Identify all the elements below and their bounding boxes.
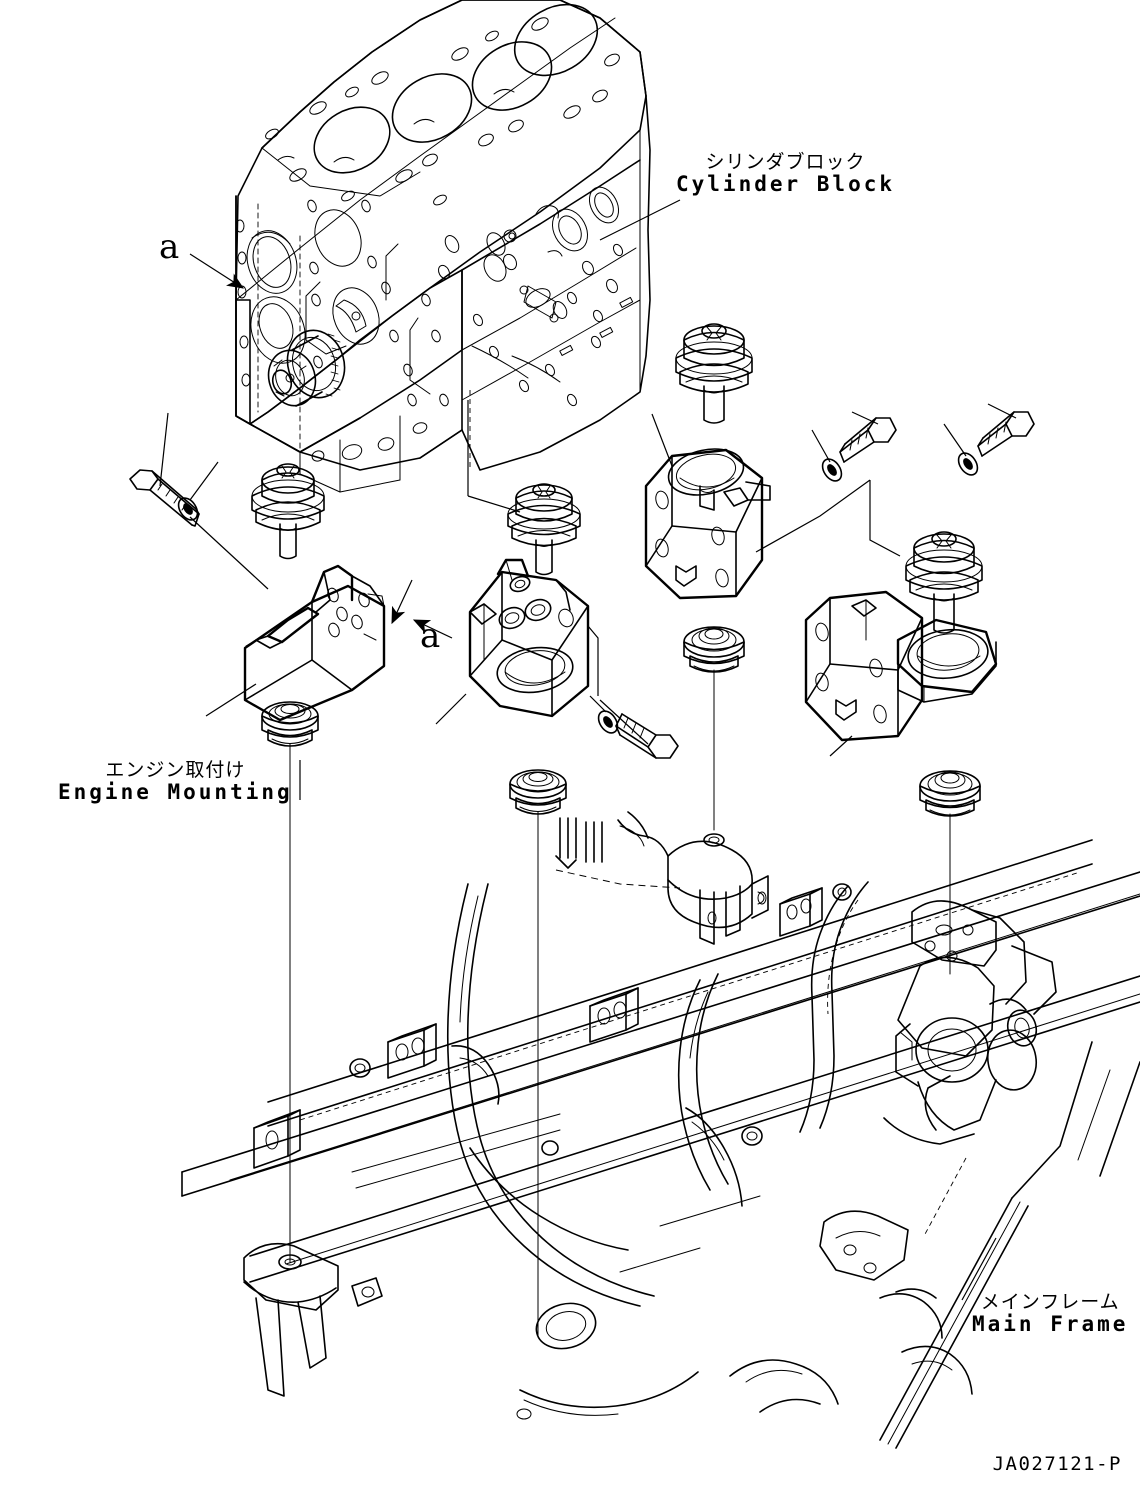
engine-bracket-right-rear bbox=[644, 448, 771, 600]
rubber-mount-isolator-right-front-upper bbox=[905, 531, 983, 634]
rubber-cushion-center-lower bbox=[509, 769, 567, 815]
engine-bracket-left bbox=[243, 564, 386, 722]
frame-mount-pad-right bbox=[883, 900, 1057, 1145]
frame-mount-pad-center bbox=[555, 811, 769, 945]
label-cylinder-block: シリンダブロック Cylinder Block bbox=[676, 151, 896, 197]
callout-a-upper-arrow bbox=[189, 253, 245, 289]
washer-right-inner bbox=[821, 458, 843, 482]
rubber-cushion-center-right-lower bbox=[683, 626, 745, 831]
rubber-mount-isolator-left-upper bbox=[251, 463, 325, 560]
label-cylinder-block-jp: シリンダブロック bbox=[705, 151, 866, 173]
cylinder-block-leader bbox=[599, 199, 681, 241]
engine-bracket-center bbox=[468, 558, 590, 718]
callout-a-lower-arrow bbox=[412, 619, 453, 639]
label-engine-mounting-jp: エンジン取付け bbox=[105, 759, 246, 781]
right-front-mount-assembly bbox=[804, 403, 1035, 975]
callout-arrows bbox=[189, 253, 453, 639]
frame-lower-right-detail bbox=[729, 1210, 973, 1413]
cylinder-block-art bbox=[235, 0, 651, 493]
label-main-frame: メインフレーム Main Frame bbox=[972, 1291, 1129, 1337]
rubber-cushion-right-lower bbox=[919, 770, 981, 817]
label-main-frame-en: Main Frame bbox=[972, 1312, 1129, 1337]
frame-mount-pad-left bbox=[243, 1242, 383, 1397]
callout-a-lower: a bbox=[420, 616, 441, 656]
callout-a-upper: a bbox=[159, 227, 180, 267]
label-main-frame-jp: メインフレーム bbox=[980, 1291, 1120, 1313]
left-mount-assembly bbox=[129, 412, 386, 1263]
washer-center bbox=[597, 710, 619, 734]
rubber-mount-isolator-center-upper bbox=[507, 483, 581, 576]
main-frame-weldment bbox=[181, 811, 1140, 1449]
center-mount-assembly bbox=[435, 400, 679, 1337]
crank-gear bbox=[267, 329, 346, 407]
label-engine-mounting: エンジン取付け Engine Mounting bbox=[58, 759, 293, 805]
washer-left bbox=[177, 497, 199, 521]
rubber-mount-isolator-right-rear-upper bbox=[675, 323, 753, 424]
label-cylinder-block-en: Cylinder Block bbox=[676, 172, 896, 197]
frame-cleats bbox=[253, 883, 852, 1169]
hex-bolt-right-outer bbox=[977, 411, 1035, 457]
hex-bolt-left bbox=[129, 469, 200, 527]
right-rear-mount-assembly bbox=[644, 323, 897, 600]
callout-a-lower-arrow-stem bbox=[391, 579, 413, 625]
label-engine-mounting-en: Engine Mounting bbox=[58, 780, 293, 805]
hex-bolt-center bbox=[615, 713, 679, 759]
engine-bracket-right-front bbox=[804, 590, 998, 742]
hex-bolt-right-inner bbox=[839, 417, 897, 463]
drawing-number: JA027121-P bbox=[992, 1453, 1122, 1475]
main-frame-leader bbox=[961, 1237, 997, 1301]
washer-right-outer bbox=[957, 452, 979, 476]
